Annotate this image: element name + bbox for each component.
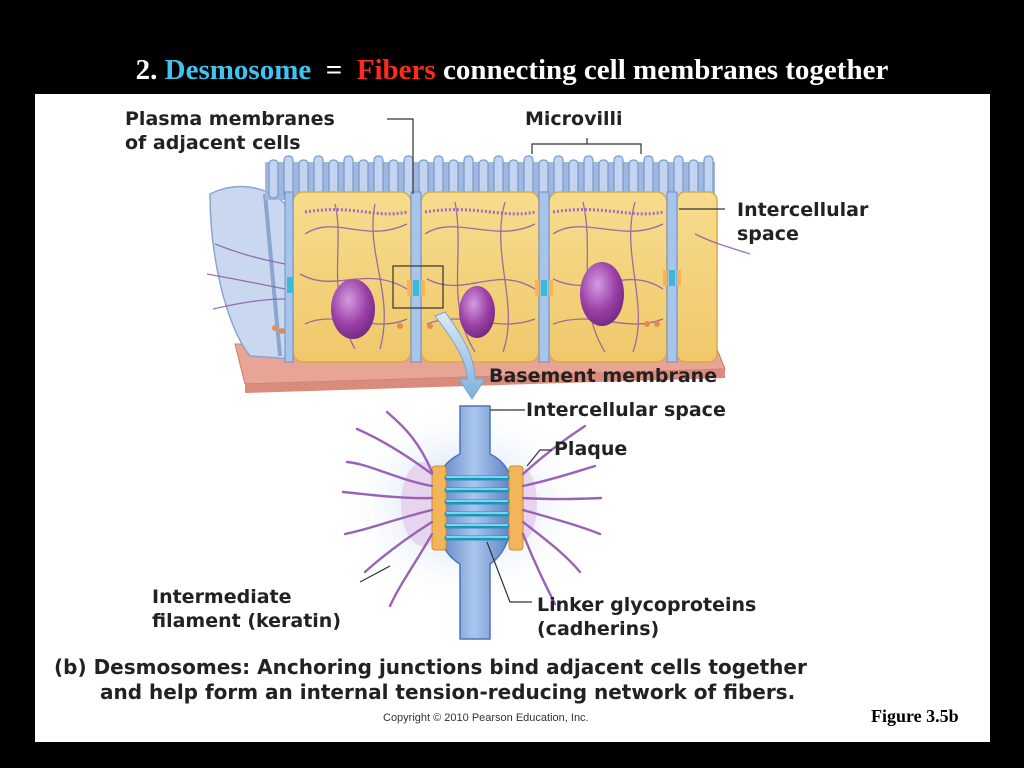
label-basement-membrane: Basement membrane — [489, 365, 718, 387]
label-intercellular-space-top-line2: space — [737, 223, 799, 245]
figure-reference: Figure 3.5b — [871, 706, 959, 726]
label-intercellular-space-top: Intercellular space — [737, 198, 868, 246]
title-term: Desmosome — [164, 54, 312, 86]
copyright-notice: Copyright © 2010 Pearson Education, Inc. — [383, 712, 589, 724]
caption-part: (b) — [54, 655, 87, 679]
left-cell-fragment — [209, 185, 294, 360]
nuclei — [331, 262, 624, 339]
junction-strands — [304, 208, 664, 216]
title-rest: connecting cell membranes together — [442, 54, 889, 86]
row-desmosomes — [272, 270, 681, 334]
label-linker-glycoproteins-line2: (cadherins) — [537, 618, 660, 640]
desmosome-detail — [335, 399, 603, 640]
label-linker-glycoproteins-line1: Linker glycoproteins — [537, 594, 757, 616]
title-number: 2. — [135, 54, 158, 86]
label-intermediate-filament: Intermediate filament (keratin) — [152, 585, 341, 633]
label-plasma-membranes-line1: Plasma membranes — [125, 108, 335, 130]
desmosome-illustration — [206, 118, 751, 640]
label-intermediate-filament-line1: Intermediate — [152, 586, 292, 608]
detail-box — [392, 265, 444, 309]
title-keyword: Fibers — [356, 54, 436, 86]
figure-caption: (b) Desmosomes: Anchoring junctions bind… — [54, 655, 984, 705]
zoom-arrow — [434, 311, 486, 400]
label-plaque: Plaque — [554, 438, 628, 460]
leader-lines — [359, 118, 725, 603]
label-intercellular-space-top-line1: Intercellular — [737, 199, 869, 221]
epithelial-cells — [292, 191, 718, 363]
caption-heading: Desmosomes: — [93, 655, 251, 679]
label-plasma-membranes-line2: of adjacent cells — [125, 132, 301, 154]
label-intercellular-space-detail: Intercellular space — [526, 399, 726, 421]
label-plasma-membranes: Plasma membranes of adjacent cells — [125, 107, 335, 155]
slide-title: 2. Desmosome = Fibers connecting cell me… — [0, 52, 1024, 88]
caption-text-line1: Anchoring junctions bind adjacent cells … — [257, 655, 807, 679]
figure-panel: Plasma membranes of adjacent cells Micro… — [35, 94, 990, 742]
label-linker-glycoproteins: Linker glycoproteins (cadherins) — [537, 593, 756, 641]
label-intermediate-filament-line2: filament (keratin) — [152, 610, 342, 632]
title-equals: = — [325, 54, 343, 86]
caption-text-line2: and help form an internal tension-reduci… — [100, 680, 796, 704]
label-microvilli: Microvilli — [525, 108, 623, 130]
